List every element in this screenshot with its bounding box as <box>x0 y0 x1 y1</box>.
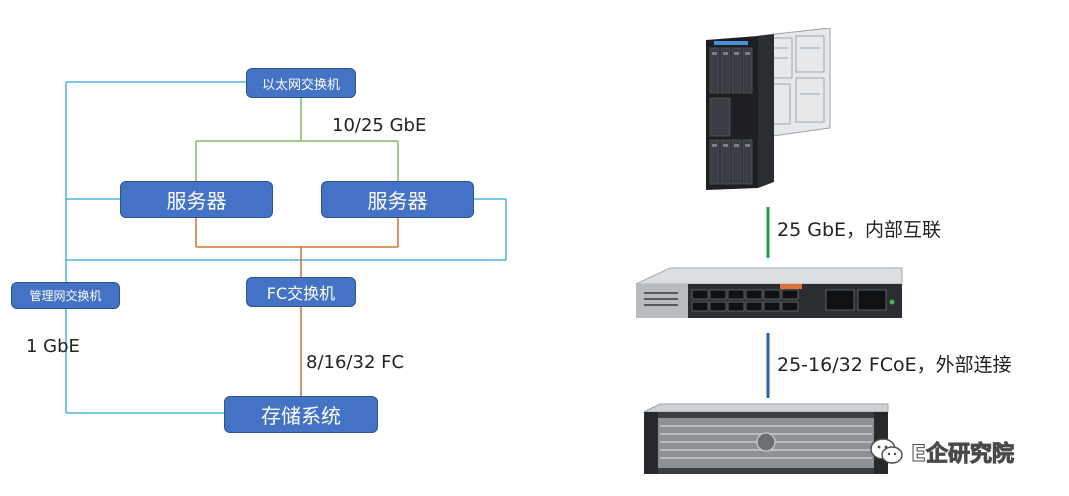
fc-switch-node: FC交换机 <box>246 277 356 307</box>
server-chassis-image <box>706 28 831 190</box>
switch-module-image <box>635 267 903 318</box>
wechat-icon <box>870 438 903 464</box>
server-right-node: 服务器 <box>321 181 474 218</box>
fc-speed-label: 8/16/32 FC <box>306 352 405 373</box>
ethernet-switch-node: 以太网交换机 <box>246 68 356 98</box>
external-link-label: 25-16/32 FCoE，外部连接 <box>777 354 1012 376</box>
watermark: E企研究院 <box>869 436 1015 468</box>
mgmt-network-lines <box>65 81 507 414</box>
ethernet-lines <box>195 98 399 181</box>
fc-lines <box>195 218 399 396</box>
storage-node: 存储系统 <box>224 396 378 433</box>
watermark-text: E企研究院 <box>910 442 1015 468</box>
mgmt-switch-node: 管理网交换机 <box>11 282 120 309</box>
server-left-node: 服务器 <box>120 181 273 218</box>
mgmt-speed-label: 1 GbE <box>26 336 80 357</box>
internal-link-label: 25 GbE，内部互联 <box>777 219 942 241</box>
eth-speed-label: 10/25 GbE <box>332 115 427 136</box>
storage-array-image <box>643 403 889 474</box>
